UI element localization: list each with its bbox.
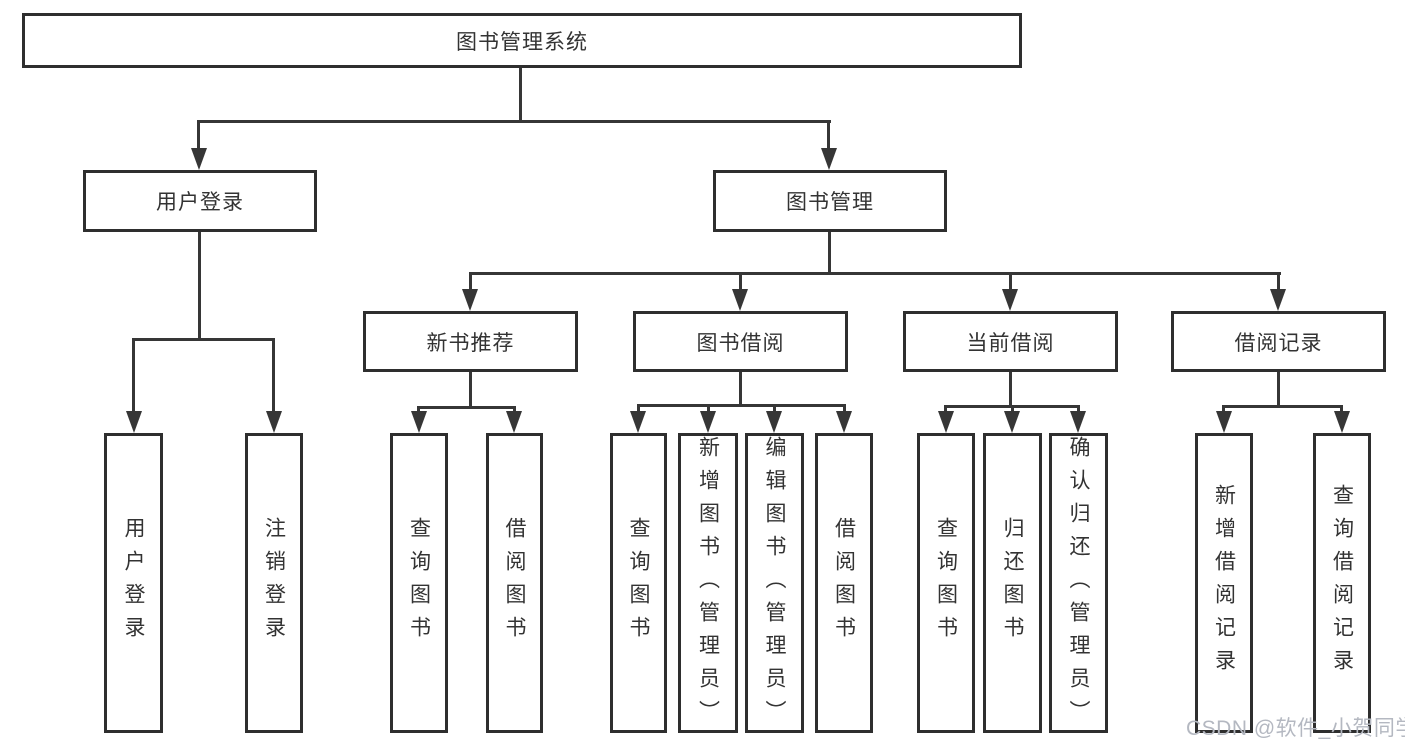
arrow-down-icon <box>126 411 142 433</box>
arrow-down-icon <box>821 148 837 170</box>
node-borrow-records: 借阅记录 <box>1171 311 1386 372</box>
connector-line <box>773 404 776 414</box>
connector-line <box>272 338 275 413</box>
arrow-down-icon <box>700 411 716 433</box>
connector-line <box>739 372 742 404</box>
leaf-recommend-borrow-books: 借阅图书 <box>486 433 543 733</box>
arrow-down-icon <box>1334 411 1350 433</box>
connector-line <box>197 120 831 123</box>
node-label: 当前借阅 <box>966 331 1055 355</box>
arrow-down-icon <box>1002 289 1018 311</box>
connector-line <box>417 406 420 414</box>
connector-line <box>827 120 830 150</box>
arrow-down-icon <box>1270 289 1286 311</box>
node-label: 确认归还（管理员） <box>1067 436 1090 733</box>
connector-line <box>417 406 516 409</box>
arrow-down-icon <box>462 289 478 311</box>
connector-line <box>198 232 201 338</box>
connector-line <box>1077 405 1080 414</box>
connector-line <box>132 338 135 413</box>
connector-line <box>707 404 710 414</box>
leaf-current-query-books: 查询图书 <box>917 433 975 733</box>
csdn-watermark: CSDN @软件_小贺同学 <box>1186 717 1405 740</box>
connector-line <box>739 272 742 292</box>
node-new-book-recommend: 新书推荐 <box>363 311 578 372</box>
leaf-logout: 注销登录 <box>245 433 303 733</box>
leaf-borrow-add-books-admin: 新增图书（管理员） <box>678 433 738 733</box>
arrow-down-icon <box>836 411 852 433</box>
arrow-down-icon <box>630 411 646 433</box>
leaf-borrow-edit-books-admin: 编辑图书（管理员） <box>745 433 804 733</box>
arrow-down-icon <box>266 411 282 433</box>
node-label: 新增图书（管理员） <box>696 436 720 733</box>
node-user-login: 用户登录 <box>83 170 317 232</box>
connector-line <box>469 272 472 292</box>
arrow-down-icon <box>506 411 522 433</box>
connector-line <box>944 405 947 414</box>
arrow-down-icon <box>1070 411 1086 433</box>
node-label: 图书管理 <box>786 191 874 214</box>
leaf-current-confirm-return-admin: 确认归还（管理员） <box>1049 433 1108 733</box>
leaf-borrow-borrow-books: 借阅图书 <box>815 433 873 733</box>
node-root: 图书管理系统 <box>22 13 1022 68</box>
leaf-records-add-record: 新增借阅记录 <box>1195 433 1253 733</box>
connector-line <box>1011 405 1014 414</box>
arrow-down-icon <box>411 411 427 433</box>
node-label: 查询图书 <box>934 517 958 649</box>
connector-line <box>637 404 846 407</box>
connector-line <box>1009 372 1012 405</box>
node-label: 图书管理系统 <box>456 30 588 54</box>
connector-line <box>1222 405 1225 414</box>
node-label: 用户登录 <box>122 517 145 649</box>
node-label: 注销登录 <box>262 517 286 649</box>
node-label: 新增借阅记录 <box>1212 484 1236 682</box>
node-current-borrow: 当前借阅 <box>903 311 1118 372</box>
arrow-down-icon <box>1004 411 1020 433</box>
connector-line <box>1222 405 1343 408</box>
connector-line <box>197 120 200 150</box>
node-label: 用户登录 <box>156 191 244 214</box>
connector-line <box>637 404 640 414</box>
connector-line <box>1340 405 1343 414</box>
node-label: 借阅记录 <box>1234 331 1323 355</box>
arrow-down-icon <box>732 289 748 311</box>
connector-line <box>1277 272 1280 292</box>
connector-line <box>843 404 846 414</box>
leaf-records-query-record: 查询借阅记录 <box>1313 433 1371 733</box>
node-book-borrow: 图书借阅 <box>633 311 848 372</box>
arrow-down-icon <box>191 148 207 170</box>
node-label: 编辑图书（管理员） <box>763 436 786 733</box>
leaf-user-login: 用户登录 <box>104 433 163 733</box>
connector-line <box>132 338 275 341</box>
node-label: 图书借阅 <box>696 331 785 355</box>
node-label: 借阅图书 <box>832 517 856 649</box>
connector-line <box>469 372 472 406</box>
node-label: 查询借阅记录 <box>1330 484 1354 682</box>
connector-line <box>513 406 516 414</box>
leaf-borrow-query-books: 查询图书 <box>610 433 667 733</box>
node-label: 查询图书 <box>407 517 431 649</box>
node-label: 归还图书 <box>1001 517 1024 649</box>
node-label: 借阅图书 <box>503 517 526 649</box>
connector-line <box>1277 372 1280 405</box>
arrow-down-icon <box>1216 411 1232 433</box>
leaf-recommend-query-books: 查询图书 <box>390 433 448 733</box>
connector-line <box>519 68 522 120</box>
connector-line <box>1009 272 1012 292</box>
node-label: 查询图书 <box>627 517 650 649</box>
arrow-down-icon <box>766 411 782 433</box>
leaf-current-return-books: 归还图书 <box>983 433 1042 733</box>
node-label: 新书推荐 <box>426 331 515 355</box>
node-book-management: 图书管理 <box>713 170 947 232</box>
connector-line <box>469 272 1281 275</box>
arrow-down-icon <box>938 411 954 433</box>
connector-line <box>828 232 831 272</box>
